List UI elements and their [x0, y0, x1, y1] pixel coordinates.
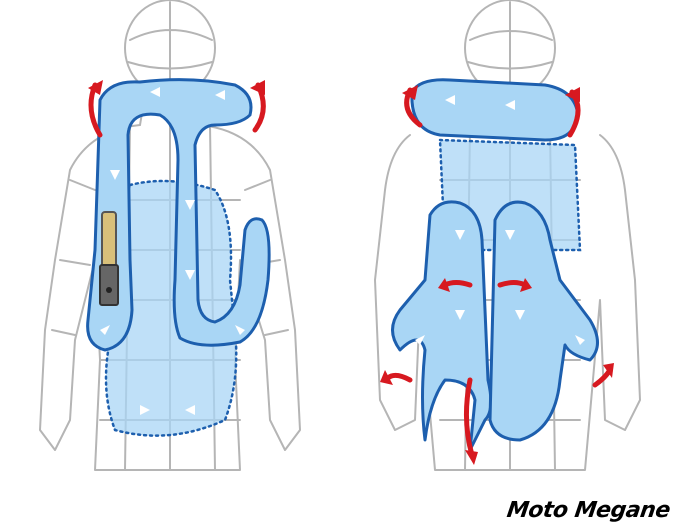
front-airbag	[86, 78, 271, 437]
moto-megane-logo: Moto Megane	[505, 498, 672, 523]
back-airbag	[391, 78, 599, 452]
inflation-arrows	[88, 80, 614, 465]
inflator-canister	[99, 211, 119, 306]
